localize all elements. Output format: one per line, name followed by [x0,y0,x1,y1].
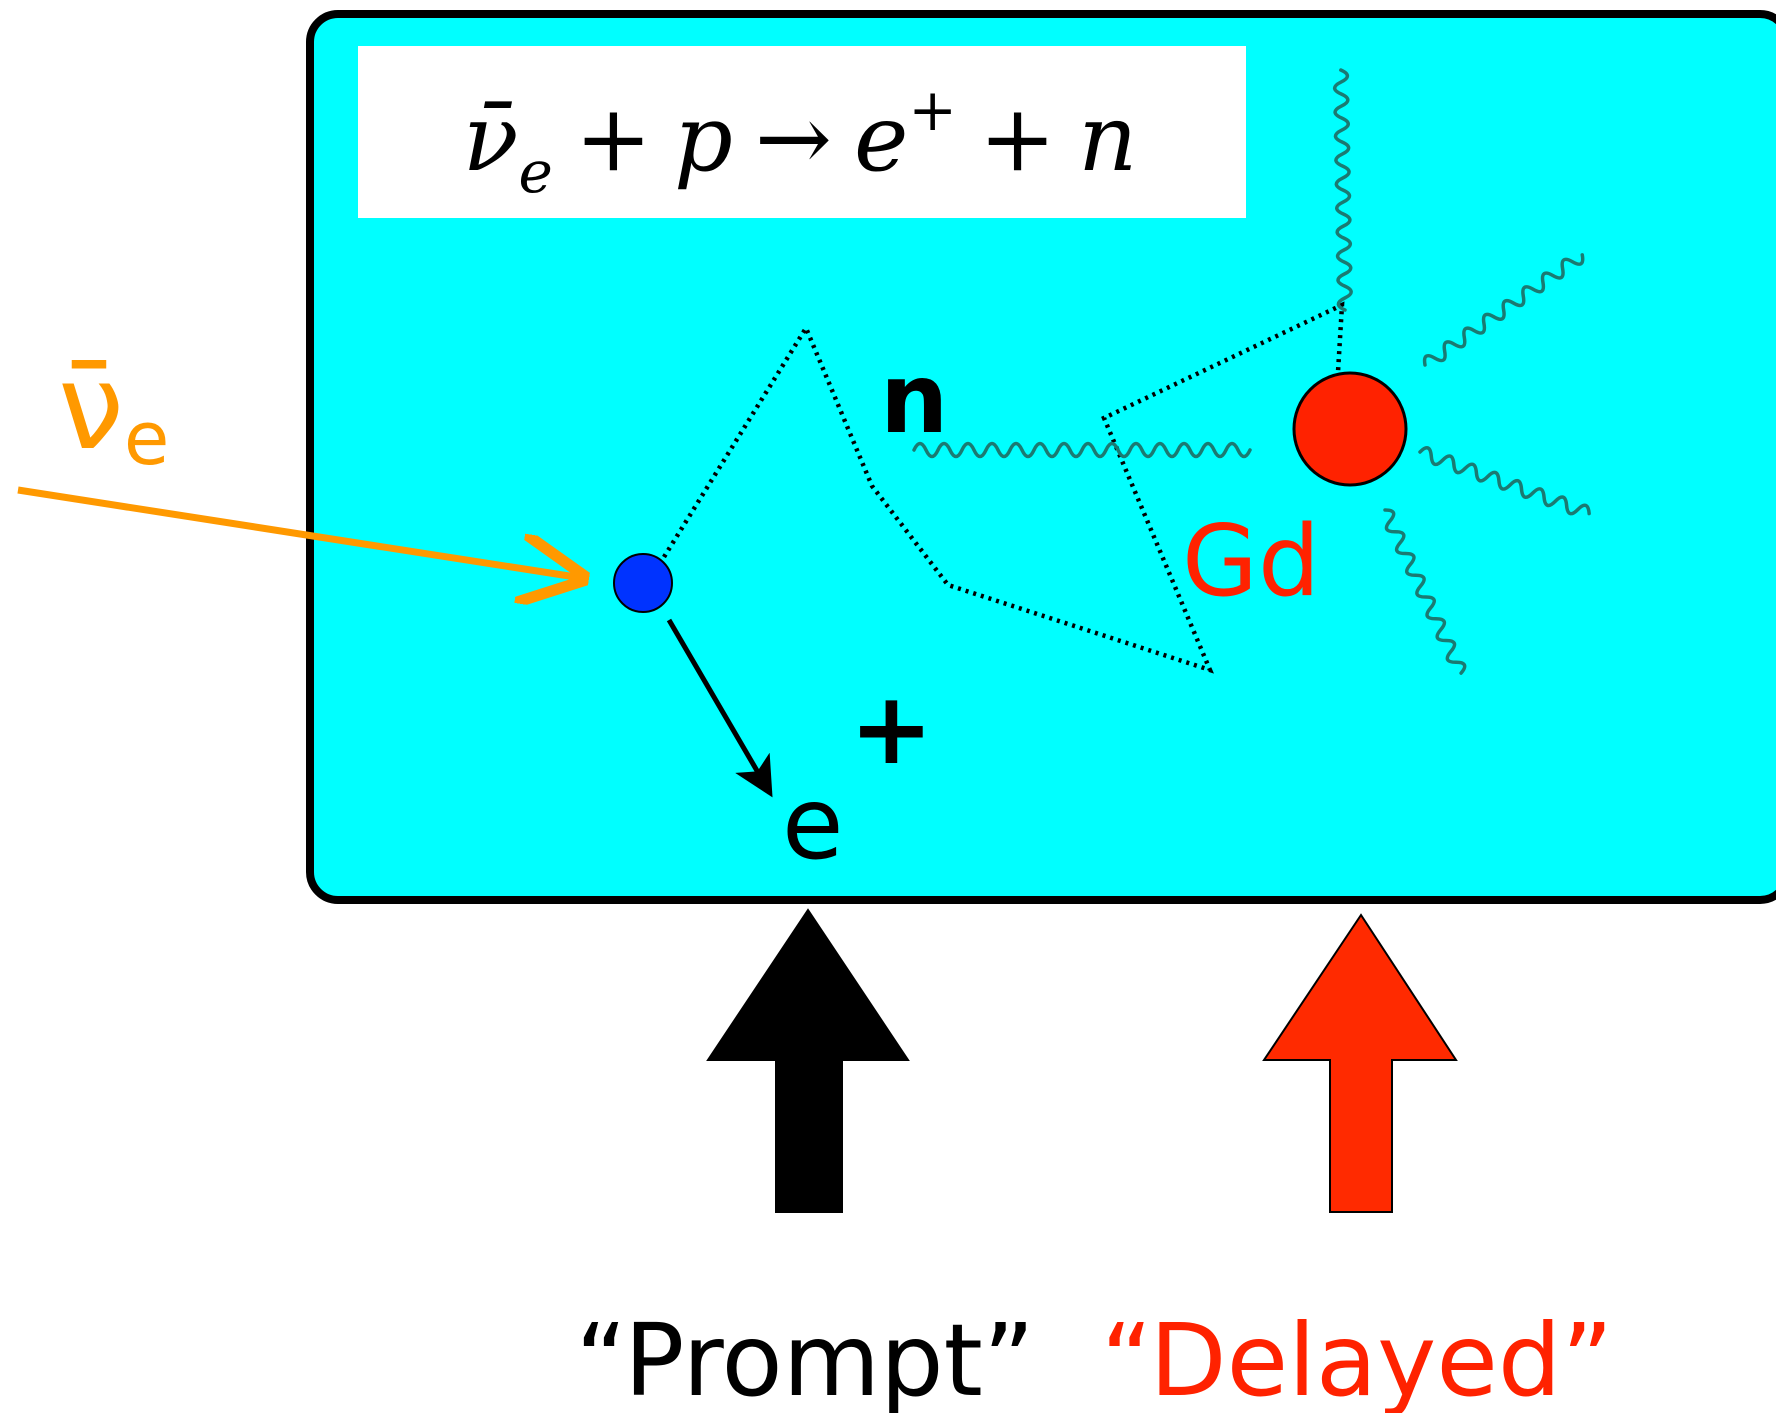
neutron-label: n [880,343,948,455]
equation-box [358,46,1246,218]
positron-track [666,618,773,798]
prompt-arrow [706,908,910,1213]
gamma-ray-right [1418,446,1591,516]
eq-positron-superscript: + [908,76,957,144]
detector-volume [306,10,1776,904]
reaction-equation: ν̄e+p→e++n [463,76,1138,206]
eq-antineutrino-subscript: e [519,138,553,206]
incoming-neutrino-subscript: e [124,396,170,482]
gamma-ray-upper-right [1422,253,1585,367]
gamma-ray-left [912,441,1252,459]
eq-proton: p [674,85,733,192]
gamma-ray-down [1383,508,1467,675]
gamma-rays [912,68,1591,675]
eq-plus-2: + [979,85,1056,192]
eq-arrow: → [755,85,832,192]
incoming-neutrino-label: ν̄e [58,338,169,482]
interaction-point [613,553,673,613]
gadolinium-label: Gd [1182,505,1320,619]
delayed-arrow [1262,913,1458,1213]
gadolinium-nucleus [1292,371,1408,487]
eq-positron: e [854,85,908,192]
positron-superscript: + [850,670,934,787]
gamma-ray-up [1332,68,1353,312]
neutron-path [662,301,1345,674]
positron-symbol: e [782,765,844,882]
eq-antineutrino: ν̄ [463,85,519,192]
prompt-label: “Prompt” [575,1302,1034,1413]
incoming-neutrino-arrow [17,486,582,578]
delayed-label: “Delayed” [1101,1302,1613,1413]
positron-label: e+ [782,670,933,882]
eq-plus-1: + [575,85,652,192]
incoming-neutrino-symbol: ν̄ [58,338,124,476]
eq-neutron: n [1078,85,1137,192]
